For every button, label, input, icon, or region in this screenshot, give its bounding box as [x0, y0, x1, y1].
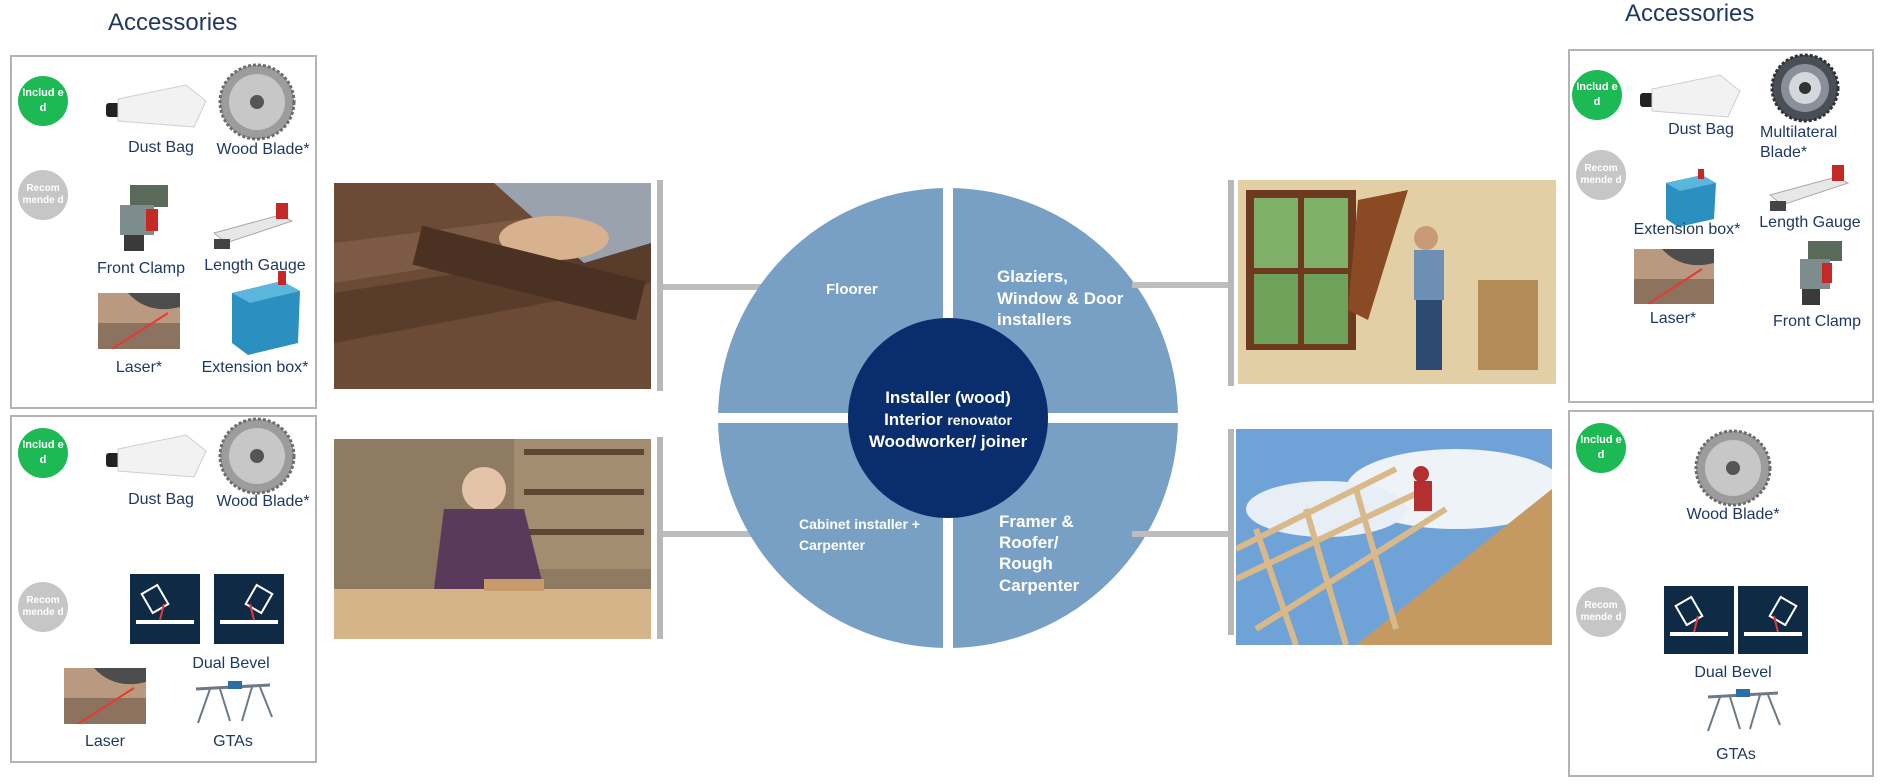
gtas-image — [190, 677, 276, 727]
dual-bevel-left-icon — [130, 574, 200, 644]
multilateral-blade-image — [1770, 53, 1840, 123]
cabinet-installer-photo — [334, 439, 651, 639]
included-badge: Includ ed — [18, 76, 68, 126]
length-gauge-label: Length Gauge — [1759, 214, 1861, 231]
quadrant-label-cabinet-2: Carpenter — [799, 537, 866, 553]
left-bottom-accessories-panel: Includ ed Recom mende d Dust Bag Wood Bl… — [10, 415, 317, 763]
front-clamp-image — [1796, 237, 1846, 307]
connector-cabinet — [663, 531, 768, 537]
multilateral-blade-label: Multilateral Blade* — [1760, 124, 1838, 161]
length-gauge-image — [210, 203, 296, 253]
front-clamp-label: Front Clamp — [1772, 313, 1862, 330]
connector-floorer — [663, 284, 768, 290]
dual-bevel-right-icon — [214, 574, 284, 644]
wood-blade-label: Wood Blade* — [216, 493, 310, 510]
quadrant-label-framer-4: Carpenter — [999, 576, 1080, 595]
dust-bag-label: Dust Bag — [128, 139, 194, 156]
center-label-line3: Woodworker/ joiner — [869, 432, 1028, 451]
framer-roofer-photo — [1236, 429, 1552, 645]
extension-box-label: Extension box* — [201, 359, 309, 376]
extension-box-image — [1660, 169, 1720, 229]
wood-blade-image — [1694, 429, 1772, 507]
left-accessories-title: Accessories — [108, 9, 238, 36]
floorer-photo-frame — [657, 180, 663, 391]
right-top-accessories-panel: Includ ed Recom mende d Dust Bag Multila… — [1568, 49, 1874, 403]
left-top-accessories-panel: Includ ed Recom mende d Dust Bag Wood Bl… — [10, 55, 317, 409]
recommended-badge: Recom mende d — [1576, 150, 1626, 200]
right-accessories-title: Accessories — [1625, 0, 1755, 27]
dual-bevel-label: Dual Bevel — [192, 655, 270, 672]
laser-label: Laser — [84, 733, 126, 750]
wood-blade-label: Wood Blade* — [216, 141, 310, 158]
quadrant-label-floorer: Floorer — [826, 281, 878, 298]
dual-bevel-right-icon — [1738, 586, 1808, 654]
glaziers-photo-frame — [1228, 180, 1234, 386]
dust-bag-label: Dust Bag — [128, 491, 194, 508]
quadrant-label-glaziers-3: installers — [997, 310, 1072, 329]
quadrant-label-framer-1: Framer & — [999, 512, 1074, 531]
center-circle — [848, 318, 1048, 518]
laser-image — [64, 668, 146, 724]
front-clamp-image — [116, 181, 172, 253]
quadrant-label-glaziers-2: Window & Door — [997, 289, 1124, 308]
occupation-diagram: Floorer Glaziers, Window & Door installe… — [715, 185, 1181, 651]
laser-image — [1634, 249, 1714, 304]
dust-bag-image — [106, 81, 214, 133]
laser-label: Laser* — [115, 359, 163, 376]
gtas-label: GTAs — [213, 733, 253, 750]
quadrant-label-framer-3: Rough — [999, 554, 1053, 573]
dust-bag-image — [1640, 71, 1748, 123]
recommended-badge: Recom mende d — [18, 582, 68, 632]
framer-photo-frame — [1228, 429, 1234, 635]
gtas-label: GTAs — [1716, 746, 1756, 763]
quadrant-label-glaziers-1: Glaziers, — [997, 267, 1068, 286]
center-label-line2: Interior renovator — [884, 410, 1012, 429]
extension-box-label: Extension box* — [1633, 221, 1741, 238]
wood-blade-image — [218, 417, 296, 495]
included-badge: Includ ed — [1572, 70, 1622, 120]
laser-label: Laser* — [1649, 310, 1697, 327]
connector-glaziers — [1132, 282, 1228, 288]
gtas-image — [1702, 685, 1782, 735]
wood-blade-image — [218, 63, 296, 141]
included-badge: Includ ed — [1576, 423, 1626, 473]
dust-bag-label: Dust Bag — [1668, 121, 1734, 138]
length-gauge-label: Length Gauge — [204, 257, 306, 274]
recommended-badge: Recom mende d — [1576, 587, 1626, 637]
recommended-badge: Recom mende d — [18, 170, 68, 220]
quadrant-label-framer-2: Roofer/ — [999, 533, 1059, 552]
included-badge: Includ ed — [18, 428, 68, 478]
extension-box-image — [224, 271, 304, 359]
length-gauge-image — [1766, 165, 1852, 215]
front-clamp-label: Front Clamp — [96, 260, 186, 277]
cabinet-photo-frame — [657, 437, 663, 639]
floorer-photo — [334, 183, 651, 389]
dual-bevel-left-icon — [1664, 586, 1734, 654]
wood-blade-label: Wood Blade* — [1686, 506, 1780, 523]
glaziers-photo — [1238, 180, 1556, 384]
center-label-line1: Installer (wood) — [885, 388, 1011, 407]
laser-image — [98, 293, 180, 349]
right-bottom-accessories-panel: Includ ed Recom mende d Wood Blade* Dual… — [1568, 410, 1874, 777]
dust-bag-image — [106, 431, 214, 483]
dual-bevel-label: Dual Bevel — [1694, 664, 1772, 681]
connector-framer — [1132, 531, 1228, 537]
quadrant-label-cabinet-1: Cabinet installer + — [799, 516, 920, 532]
